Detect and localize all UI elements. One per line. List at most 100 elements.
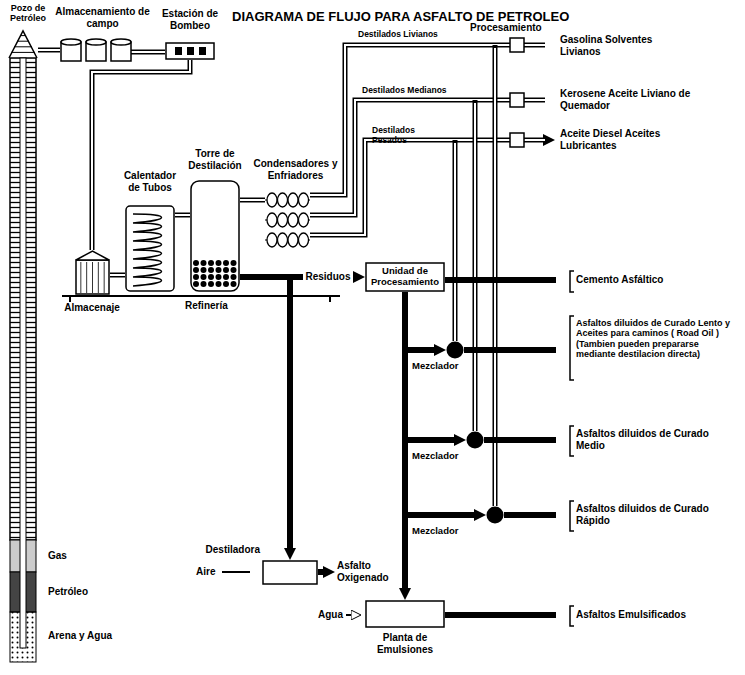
text-label: Asfaltos diluidos de Curado Lento y Acei… [576,318,736,359]
pipe-outline [38,48,60,53]
station-window [175,47,182,55]
condenser-coil [288,193,298,207]
process-box [366,263,444,291]
node-shape [190,180,240,292]
processing-unit [510,38,524,52]
residue-flow [402,292,408,590]
connector [38,50,60,51]
connector [405,292,406,590]
equipment-label: Mezclador [412,451,468,462]
tower-packing [223,281,229,287]
text-label: Asfaltos Emulsificados [576,609,726,621]
condenser-coil [278,213,288,227]
equipment-label: Estación de Bombeo [157,8,223,31]
tower-packing [216,274,222,280]
text-label: Gasolina Solventes Livianos [560,34,680,57]
text-label: Procesamiento [470,22,560,34]
equipment-node: Estación de Bombeo [165,42,215,60]
tower-packing [201,267,207,273]
pipe-outline [240,198,265,203]
text-label: Agua [318,609,346,621]
tank-top [61,39,81,45]
node-shape [486,506,504,524]
processing-unit [510,133,524,147]
connector [130,52,165,53]
tank-top [86,39,106,45]
derrick-bar [14,46,32,47]
condenser-coil [299,233,309,247]
station-window [199,47,206,55]
tower-packing [216,260,222,266]
tower-packing [223,274,229,280]
pipe-inner [38,49,60,51]
node-shape [60,38,130,62]
process-box: Unidad de Procesamiento [365,262,445,292]
tank-top [111,39,131,45]
heater-coil [133,214,162,286]
pipe-inner [175,214,190,216]
derrick-bar [17,41,29,42]
tower-packing [231,260,237,266]
connector [175,215,190,216]
tank-rib [86,262,87,293]
tank-rib [104,262,105,293]
equipment-label: Torre de Destilación [182,148,248,171]
tower-body [191,181,239,291]
connector [110,275,125,276]
tower-packing [231,267,237,273]
node-shape [8,30,38,58]
condenser-coil [267,233,277,247]
tower-packing [231,274,237,280]
text-label: Destilados Pesados [372,126,452,146]
equipment-label: Mezclador [412,526,468,537]
tower-packing [216,267,222,273]
mixer-node: Mezclador [486,506,504,524]
tower-packing [223,260,229,266]
product-arrows [222,271,574,626]
process-box: Destiladora [262,560,318,585]
tank-body [76,260,109,294]
equipment-node: Torre de Destilación [190,180,240,292]
connector [240,277,290,550]
equipment-node: Pozo de Petróleo [8,30,38,58]
equipment-label: Almacenaje [57,302,127,314]
residue-flow [240,277,290,550]
derrick-frame [9,31,37,58]
node-shape [125,200,175,292]
text-label: Kerosene Aceite Liviano de Quemador [560,88,735,111]
tower-packing [208,260,214,266]
connector [405,292,476,515]
equipment-label: Pozo de Petróleo [2,3,54,24]
condenser-coil [267,213,277,227]
equipment-node: Calentador de Tubos [125,200,175,292]
tank-roof [76,251,109,260]
text-label: Arena y Agua [48,630,118,642]
text-label: Aire [196,566,222,578]
text-label: Aceite Diesel Aceites Lubricantes [560,128,670,151]
residue-flow [405,292,436,350]
pipe-inner [240,199,265,201]
equipment-label: Condensadores y Enfriadores [253,158,338,181]
tower-packing [193,260,199,266]
tower-packing [208,267,214,273]
condenser-coil [278,233,288,247]
condenser-coil [299,213,309,227]
tower-packing [201,281,207,287]
derrick-bar [20,35,26,36]
condenser-coil [288,233,298,247]
tank-rib [92,262,93,293]
pipe-inner [310,45,545,235]
equipment-node: Almacenamiento de campo [60,38,130,62]
equipment-label: Almacenamiento de campo [55,6,150,29]
processing-unit [510,93,524,107]
node-shape [75,250,110,295]
tower-packing [193,274,199,280]
tower-packing [193,281,199,287]
pump-station [166,43,214,59]
connector [240,200,265,201]
equipment-label: Mezclador [412,361,468,372]
pipe-outline [310,45,545,235]
node-shape [446,341,464,359]
node-shape [466,431,484,449]
connector [405,292,436,350]
